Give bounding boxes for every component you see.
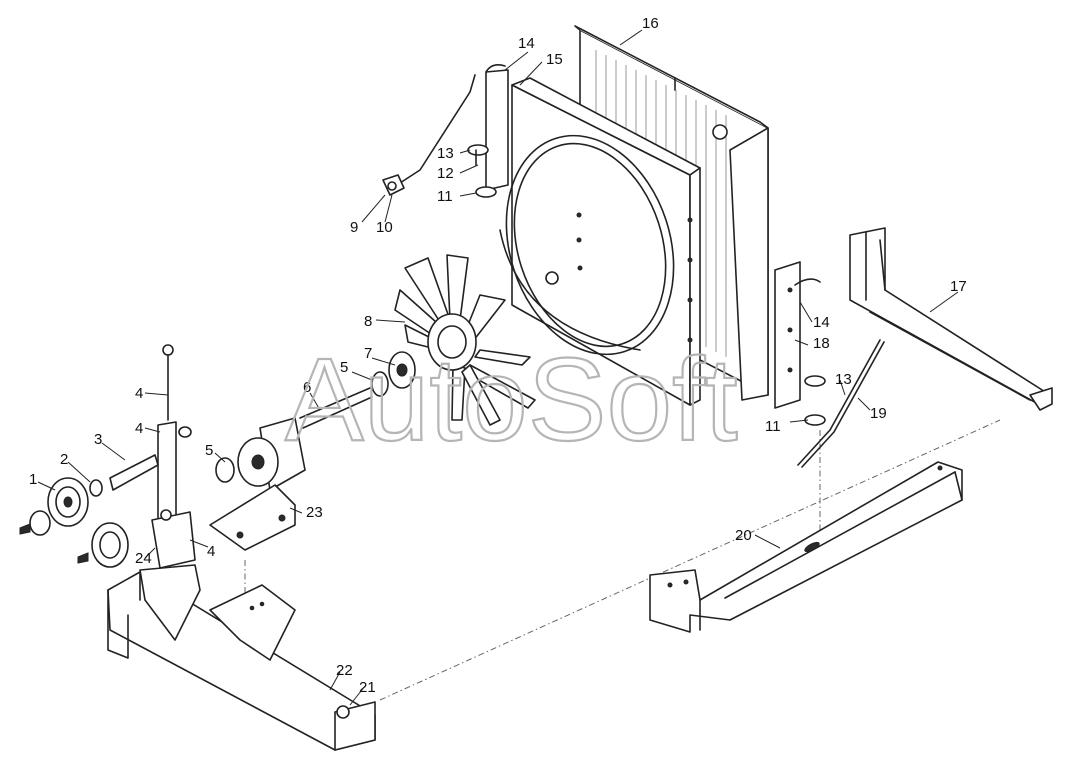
frame-rail-20 xyxy=(649,461,963,633)
callout-labels: 14 15 16 13 12 11 9 10 8 7 5 6 4 4 3 2 1… xyxy=(29,15,967,696)
callout-24: 24 xyxy=(135,550,152,567)
callout-5-upper: 5 xyxy=(340,359,348,376)
callout-11-lower: 11 xyxy=(765,418,781,435)
fan-shroud xyxy=(499,77,701,406)
callout-21: 21 xyxy=(359,679,376,696)
right-support-bracket xyxy=(774,261,885,468)
callout-22: 22 xyxy=(336,662,353,679)
cross-member-17 xyxy=(849,227,1053,411)
callout-13-lower: 13 xyxy=(835,371,852,388)
belt-tensioner-4 xyxy=(151,344,196,569)
callout-3: 3 xyxy=(94,431,102,448)
callout-17: 17 xyxy=(950,278,967,295)
pulley-assembly xyxy=(19,454,235,568)
callout-4-mid: 4 xyxy=(135,420,143,437)
callout-8: 8 xyxy=(364,313,372,330)
callout-1: 1 xyxy=(29,471,37,488)
callout-20: 20 xyxy=(735,527,752,544)
upper-mount-bracket xyxy=(382,64,509,198)
callout-4-top: 4 xyxy=(135,385,143,402)
callout-19: 19 xyxy=(870,405,887,422)
callout-9: 9 xyxy=(350,219,358,236)
bearing-housing-23 xyxy=(209,417,306,551)
callout-23: 23 xyxy=(306,504,323,521)
callout-15: 15 xyxy=(546,51,563,68)
callout-11-upper: 11 xyxy=(437,188,453,205)
callout-14-lower: 14 xyxy=(813,314,830,331)
callout-7: 7 xyxy=(364,345,372,362)
callout-13-upper: 13 xyxy=(437,145,454,162)
callout-16: 16 xyxy=(642,15,659,32)
leader-lines xyxy=(37,29,959,706)
callout-5-lower: 5 xyxy=(205,442,213,459)
fan-blade-assembly xyxy=(394,254,536,426)
lower-frame-22 xyxy=(107,564,376,751)
callout-14-upper: 14 xyxy=(518,35,535,52)
callout-6: 6 xyxy=(303,379,311,396)
callout-18: 18 xyxy=(813,335,830,352)
callout-2: 2 xyxy=(60,451,68,468)
fan-hub-and-shaft xyxy=(299,351,416,429)
callout-10: 10 xyxy=(376,219,393,236)
callout-12: 12 xyxy=(437,165,454,182)
callout-4-bottom: 4 xyxy=(207,543,215,560)
watermark-text: AutoSoft xyxy=(285,334,738,466)
